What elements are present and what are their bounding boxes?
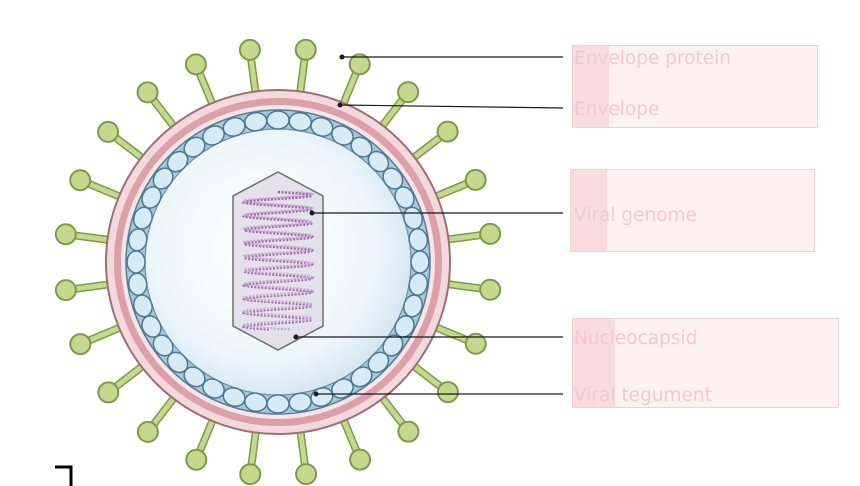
capsomere [266,394,290,414]
label-box-nucleocapsid [572,318,839,408]
envelope-protein-spike [69,322,127,356]
envelope-protein-spike [294,38,317,100]
envelope-protein-spike [376,391,420,443]
envelope-protein-spike [136,391,180,443]
envelope-protein-spike [407,120,459,164]
envelope-protein-spike [239,424,262,486]
envelope-protein-spike [69,169,127,202]
leader-dots [293,54,345,397]
envelope-proteins [54,38,502,486]
leader-lines [296,56,564,395]
capsomere [266,110,290,130]
envelope-protein-spike [136,81,180,133]
capsomere [126,250,146,274]
label-viral-genome: Viral genome [574,205,697,226]
envelope-protein-spike [185,413,218,471]
envelope-protein-spike [407,360,459,404]
envelope-protein-spike [429,322,487,355]
viral-genome-helix [241,190,315,331]
envelope-protein-spike [440,222,502,245]
envelope-protein-spike [97,360,149,404]
label-nucleocapsid: Nucleocapsid [574,328,698,349]
label-box-viral-genome [570,169,815,252]
envelope-protein-spike [295,424,318,486]
leader-line-envelope [339,104,564,109]
envelope-protein-spike [429,168,487,202]
label-envelope: Envelope [574,99,660,120]
envelope-protein-spike [338,53,371,111]
genome-strand [242,190,315,331]
envelope-protein-spike [54,223,116,246]
capsomere [408,228,429,252]
envelope-protein-spike [184,53,218,111]
envelope-protein-spike [338,413,372,471]
label-viral-tegument: Viral tegument [574,385,712,406]
nucleocapsid-capsomeres [126,110,430,414]
envelope-protein-spike [238,38,261,100]
capsomere [410,250,430,274]
envelope-protein-spike [97,120,149,164]
corner-bracket-mark [55,465,73,486]
label-box-envelope [572,45,818,128]
genome-strand [241,190,315,331]
envelope-protein-spike [54,279,116,302]
label-envelope-protein: Envelope protein [574,48,731,69]
envelope-protein-spike [440,278,502,301]
envelope-protein-spike [376,81,420,133]
